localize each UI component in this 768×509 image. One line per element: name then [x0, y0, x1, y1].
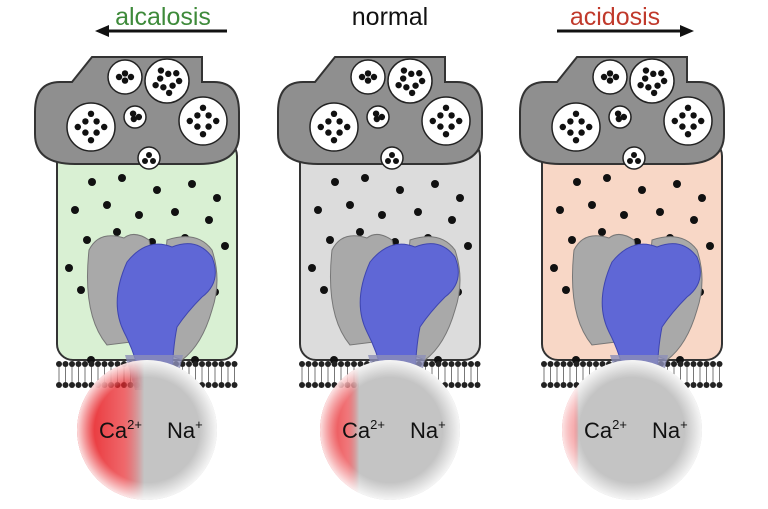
- vesicle: [309, 102, 359, 152]
- vesicle: [421, 96, 471, 146]
- vesicle-cluster: [277, 56, 483, 165]
- vesicle: [387, 58, 433, 104]
- vesicle: [144, 58, 190, 104]
- vesicle-fusion: [380, 146, 404, 170]
- vesicle-cluster: [34, 56, 240, 165]
- vesicle-fusion: [622, 146, 646, 170]
- ion-gradient: Ca2+Na+: [77, 360, 217, 500]
- vesicle: [663, 96, 713, 146]
- calcium-charge: 2+: [370, 417, 385, 432]
- panel-normal: Ca2+Na+: [277, 56, 483, 500]
- ion-gradient: Ca2+Na+: [320, 360, 460, 500]
- ion-gradient: Ca2+Na+: [562, 360, 702, 500]
- vesicle: [608, 105, 632, 129]
- acidosis-heading: acidosis: [540, 2, 690, 32]
- vesicle: [178, 96, 228, 146]
- vesicle-cluster: [519, 56, 725, 165]
- normal-heading: normal: [315, 2, 465, 32]
- acidosis-heading-text: acidosis: [569, 3, 661, 31]
- sodium-charge: +: [195, 417, 203, 432]
- ion-channel-protein: [572, 234, 703, 390]
- vesicle: [350, 59, 386, 95]
- alcalosis-heading-text: alcalosis: [115, 3, 211, 31]
- vesicle: [66, 102, 116, 152]
- sodium-charge: +: [438, 417, 446, 432]
- vesicle: [629, 58, 675, 104]
- panel-alcalosis: Ca2+Na+: [34, 25, 240, 500]
- ion-channel-protein: [330, 234, 461, 390]
- vesicle: [123, 105, 147, 129]
- sodium-charge: +: [680, 417, 688, 432]
- right-arrow-icon: [557, 25, 694, 37]
- vesicle: [366, 105, 390, 129]
- calcium-charge: 2+: [127, 417, 142, 432]
- alcalosis-heading: alcalosis: [88, 2, 238, 32]
- normal-heading-text: normal: [351, 3, 429, 31]
- vesicle: [107, 59, 143, 95]
- panel-acidosis: Ca2+Na+: [519, 25, 725, 500]
- calcium-charge: 2+: [612, 417, 627, 432]
- left-arrow-icon: [95, 25, 227, 37]
- vesicle: [592, 59, 628, 95]
- vesicle: [551, 102, 601, 152]
- vesicle-fusion: [137, 146, 161, 170]
